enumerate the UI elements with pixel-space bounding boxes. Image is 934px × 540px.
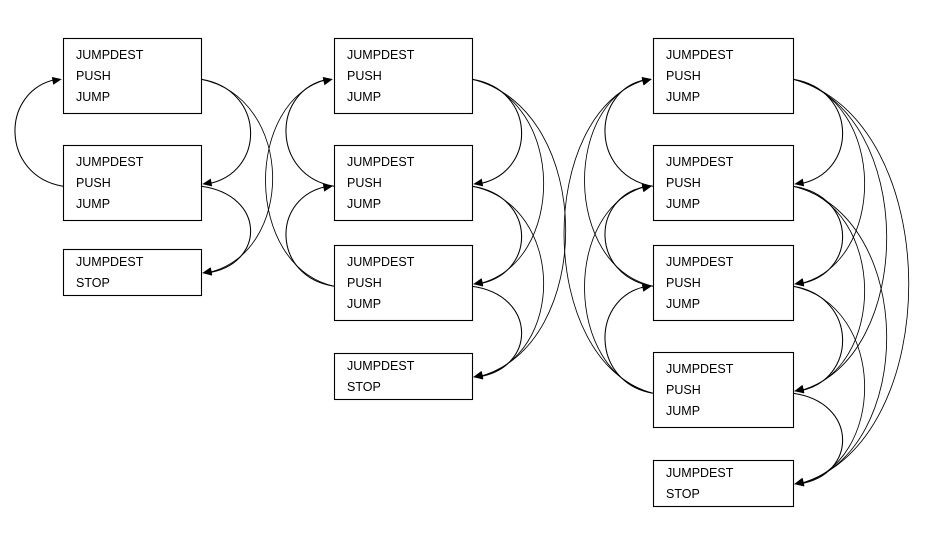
opcode-line: PUSH xyxy=(347,276,382,290)
basic-block-box[interactable] xyxy=(652,351,795,429)
basic-block-node[interactable]: JUMPDEST PUSH JUMP xyxy=(652,351,795,429)
opcode-line: JUMPDEST xyxy=(666,155,734,169)
edge-back xyxy=(265,77,335,287)
edge-forward xyxy=(471,78,523,187)
basic-block-node[interactable]: JUMPDEST STOP xyxy=(652,459,795,508)
edge-back xyxy=(604,76,654,187)
edges-layer xyxy=(14,76,910,487)
edge-back xyxy=(14,76,64,187)
edge-forward xyxy=(792,285,844,394)
opcode-line: JUMPDEST xyxy=(76,48,144,62)
edge-forward xyxy=(200,78,252,187)
edge-forward xyxy=(792,392,844,487)
opcode-line: JUMPDEST xyxy=(347,48,415,62)
opcode-line: JUMP xyxy=(347,297,381,311)
basic-block-box[interactable] xyxy=(62,37,203,115)
opcode-line: JUMP xyxy=(666,197,700,211)
opcode-line: JUMP xyxy=(76,90,110,104)
opcode-line: JUMPDEST xyxy=(347,155,415,169)
basic-block-node[interactable]: JUMPDEST STOP xyxy=(62,248,203,297)
opcode-line: PUSH xyxy=(76,69,111,83)
basic-block-box[interactable] xyxy=(333,37,474,115)
opcode-line: JUMPDEST xyxy=(347,359,415,373)
edge-forward xyxy=(792,78,844,187)
edge-forward xyxy=(792,78,910,486)
edge-forward xyxy=(792,78,888,393)
opcode-line: JUMP xyxy=(666,297,700,311)
basic-block-node[interactable]: JUMPDEST PUSH JUMP xyxy=(333,144,474,222)
basic-block-node[interactable]: JUMPDEST PUSH JUMP xyxy=(652,244,795,322)
opcode-line: JUMPDEST xyxy=(666,255,734,269)
edge-back xyxy=(604,283,654,394)
basic-block-box[interactable] xyxy=(333,144,474,222)
basic-block-box[interactable] xyxy=(652,37,795,115)
edge-forward xyxy=(792,78,865,286)
edge-forward xyxy=(471,78,567,379)
basic-block-node[interactable]: JUMPDEST PUSH JUMP xyxy=(652,144,795,222)
basic-block-box[interactable] xyxy=(333,352,474,401)
opcode-line: JUMPDEST xyxy=(666,362,734,376)
opcode-line: JUMP xyxy=(347,197,381,211)
basic-block-node[interactable]: JUMPDEST PUSH JUMP xyxy=(62,144,203,222)
edge-forward xyxy=(200,78,273,275)
opcode-line: PUSH xyxy=(76,176,111,190)
basic-block-node[interactable]: JUMPDEST PUSH JUMP xyxy=(333,37,474,115)
edge-back xyxy=(285,183,335,287)
opcode-line: PUSH xyxy=(666,69,701,83)
edge-forward xyxy=(792,185,844,287)
opcode-line: PUSH xyxy=(347,69,382,83)
opcode-line: PUSH xyxy=(666,176,701,190)
opcode-line: JUMP xyxy=(666,90,700,104)
edge-forward xyxy=(792,285,865,486)
edge-forward xyxy=(471,185,523,287)
basic-block-node[interactable]: JUMPDEST PUSH JUMP xyxy=(652,37,795,115)
basic-block-box[interactable] xyxy=(652,244,795,322)
basic-block-node[interactable]: JUMPDEST STOP xyxy=(333,352,474,401)
opcode-line: STOP xyxy=(76,276,110,290)
basic-block-box[interactable] xyxy=(333,244,474,322)
opcode-line: JUMP xyxy=(347,90,381,104)
nodes-layer: JUMPDESTPUSHJUMPJUMPDESTPUSHJUMPJUMPDEST… xyxy=(62,37,795,508)
opcode-line: JUMPDEST xyxy=(666,466,734,480)
basic-block-box[interactable] xyxy=(62,144,203,222)
opcode-line: JUMP xyxy=(666,404,700,418)
edge-forward xyxy=(471,78,544,286)
opcode-line: JUMPDEST xyxy=(666,48,734,62)
edge-back xyxy=(584,77,654,287)
edge-forward xyxy=(471,285,523,380)
opcode-line: JUMPDEST xyxy=(76,255,144,269)
opcode-line: PUSH xyxy=(666,383,701,397)
edge-forward xyxy=(200,185,252,276)
basic-block-node[interactable]: JUMPDEST PUSH JUMP xyxy=(333,244,474,322)
opcode-line: PUSH xyxy=(347,176,382,190)
opcode-line: STOP xyxy=(347,380,381,394)
edge-back xyxy=(604,183,654,287)
opcode-line: JUMPDEST xyxy=(347,255,415,269)
basic-block-box[interactable] xyxy=(652,144,795,222)
edge-back xyxy=(285,76,335,187)
edge-back xyxy=(563,77,654,394)
edge-back xyxy=(584,184,654,394)
opcode-line: PUSH xyxy=(666,276,701,290)
edge-forward xyxy=(792,185,888,486)
basic-block-box[interactable] xyxy=(652,459,795,508)
opcode-line: STOP xyxy=(666,487,700,501)
basic-block-node[interactable]: JUMPDEST PUSH JUMP xyxy=(62,37,203,115)
opcode-line: JUMPDEST xyxy=(76,155,144,169)
basic-block-box[interactable] xyxy=(62,248,203,297)
opcode-line: JUMP xyxy=(76,197,110,211)
